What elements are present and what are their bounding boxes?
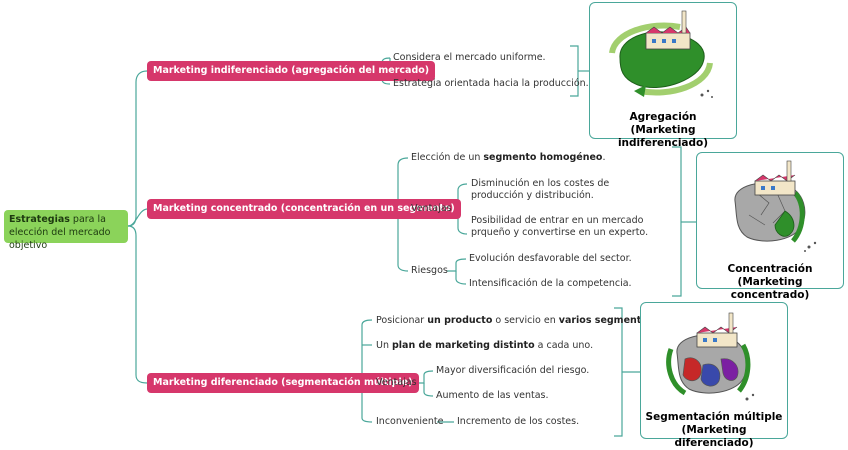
concentracion-illustration — [734, 160, 817, 252]
leaf-eleccion-segmento: Elección de un segmento homogéneo. — [411, 152, 606, 163]
card-concentracion-subtitle: (Marketing concentrado) — [730, 276, 810, 301]
leaf-incremento-costes: Incremento de los costes. — [457, 416, 580, 427]
root-node: Estrategias para la elección del mercado… — [4, 210, 128, 251]
card-segmentacion: Segmentación múltiple (Marketing diferen… — [640, 302, 788, 449]
card-agregacion-title: Agregación — [629, 111, 697, 123]
segmentacion-illustration — [666, 312, 755, 401]
card-agregacion: Agregación (Marketing indiferenciado) — [589, 2, 737, 149]
label-ventajas-diferenciado: Ventajas — [376, 377, 417, 388]
branch-concentrado: Marketing concentrado (concentración en … — [147, 199, 461, 219]
label-inconveniente: Inconveniente — [376, 416, 444, 427]
card-concentracion: Concentración (Marketing concentrado) — [696, 152, 844, 301]
leaf-aumento-ventas: Aumento de las ventas. — [436, 390, 549, 401]
leaf-mercado-pequeno: Posibilidad de entrar en un mercado prqu… — [471, 215, 649, 238]
agregacion-illustration — [609, 10, 713, 98]
leaf-disminucion-costes: Disminución en los costes de producción … — [471, 178, 610, 201]
card-concentracion-title: Concentración — [727, 263, 813, 275]
root-text: para la elección del mercado objetivo — [9, 214, 111, 251]
leaf-orientada-produccion: Estrategia orientada hacia la producción… — [393, 78, 589, 89]
card-segmentacion-title: Segmentación múltiple — [645, 411, 783, 423]
branch-indiferenciado: Marketing indiferenciado (agregación del… — [147, 61, 436, 81]
card-agregacion-subtitle: (Marketing indiferenciado) — [617, 124, 709, 149]
leaf-diversificacion-riesgo: Mayor diversificación del riesgo. — [436, 365, 590, 376]
branch-diferenciado: Marketing diferenciado (segmentación múl… — [147, 373, 419, 393]
leaf-evolucion-sector: Evolución desfavorable del sector. — [469, 253, 632, 264]
leaf-posicionar-producto: Posicionar un producto o servicio en var… — [376, 315, 657, 326]
leaf-mercado-uniforme: Considera el mercado uniforme. — [393, 52, 546, 63]
leaf-plan-marketing: Un plan de marketing distinto a cada uno… — [376, 340, 594, 351]
leaf-intensificacion-competencia: Intensificación de la competencia. — [469, 278, 632, 289]
card-segmentacion-subtitle: (Marketing diferenciado) — [674, 424, 754, 449]
root-bold: Estrategias — [9, 214, 70, 225]
label-ventajas-concentrado: Ventajas — [411, 203, 452, 214]
label-riesgos: Riesgos — [411, 265, 448, 276]
